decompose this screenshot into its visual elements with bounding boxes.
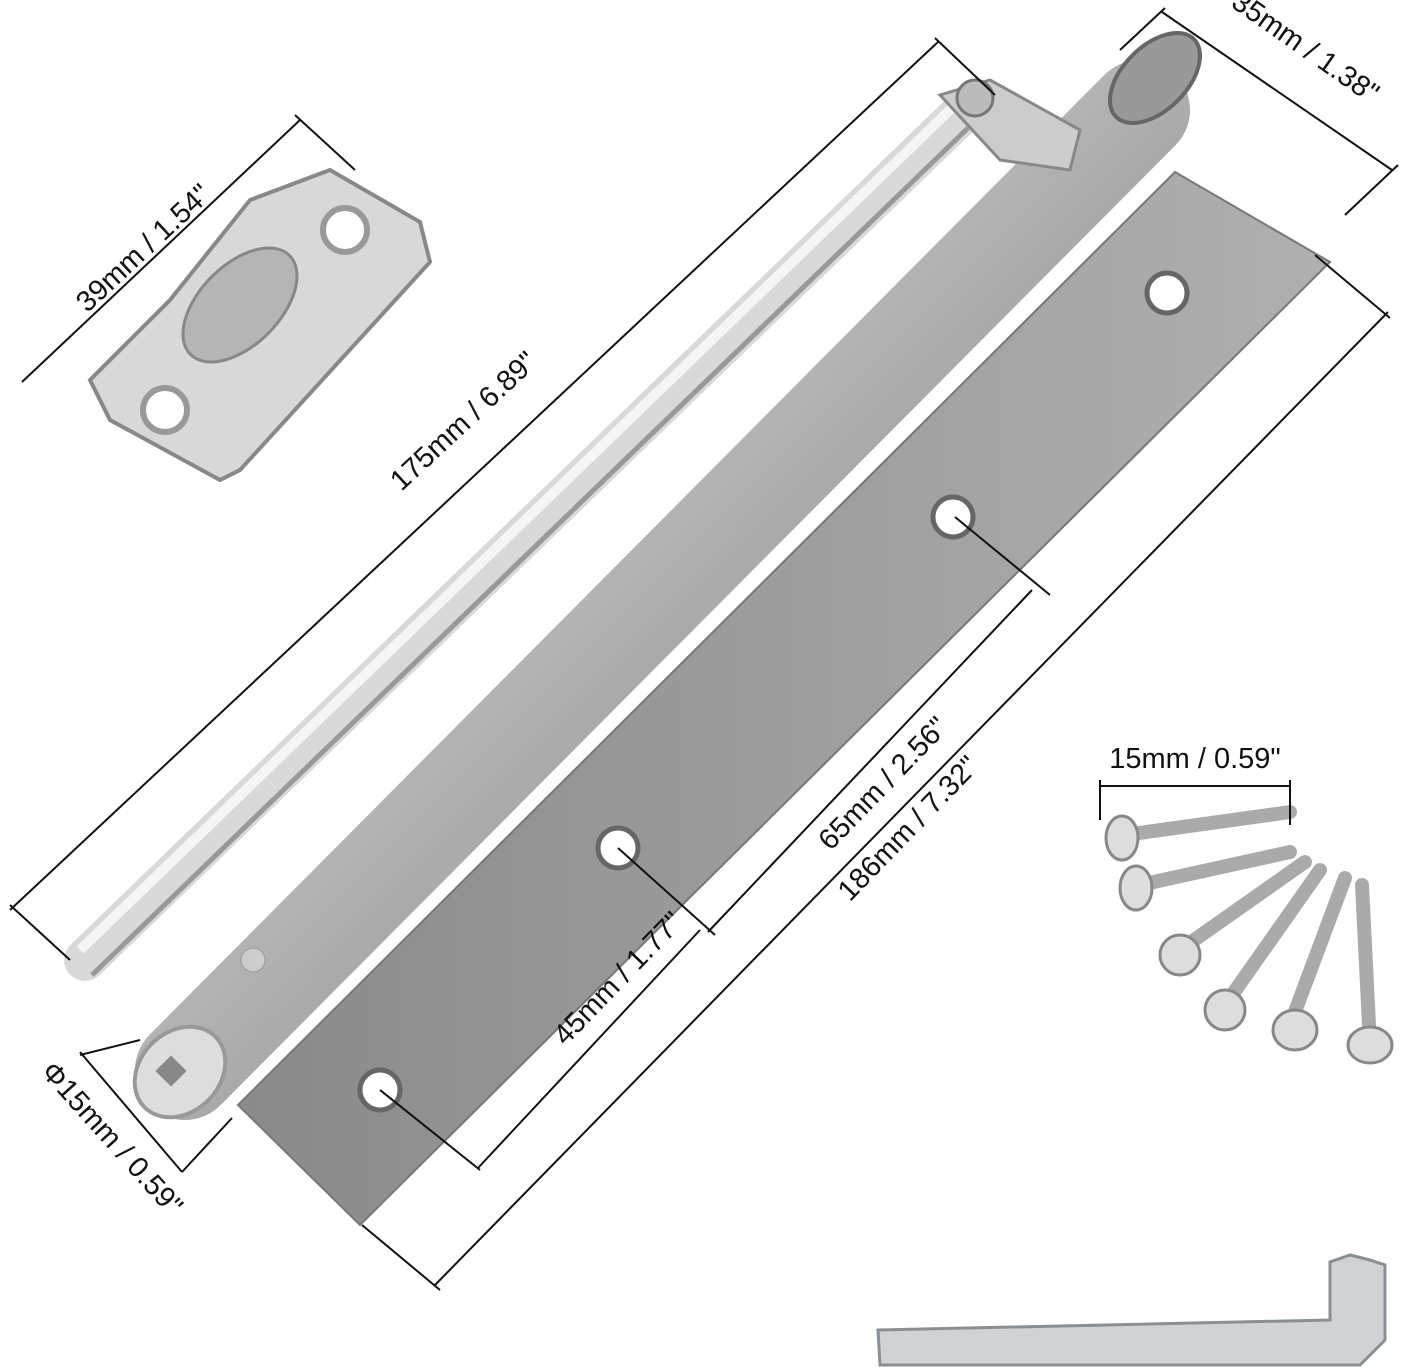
plate-hole xyxy=(1144,270,1190,316)
arm-rod xyxy=(64,78,1082,981)
cap-width-label: 35mm / 1.38" xyxy=(1226,0,1385,110)
screws xyxy=(1104,805,1394,1065)
mounting-bracket xyxy=(87,167,433,483)
arm-length-label: 175mm / 6.89" xyxy=(384,346,543,497)
screw-length-label: 15mm / 0.59" xyxy=(1109,743,1280,775)
hex-key xyxy=(876,1253,1387,1367)
dimension-screw-length: 15mm / 0.59" xyxy=(1099,743,1291,825)
plate-hole xyxy=(930,494,976,540)
cylinder-body xyxy=(132,31,1202,1120)
mounting-plate xyxy=(236,170,1332,1227)
